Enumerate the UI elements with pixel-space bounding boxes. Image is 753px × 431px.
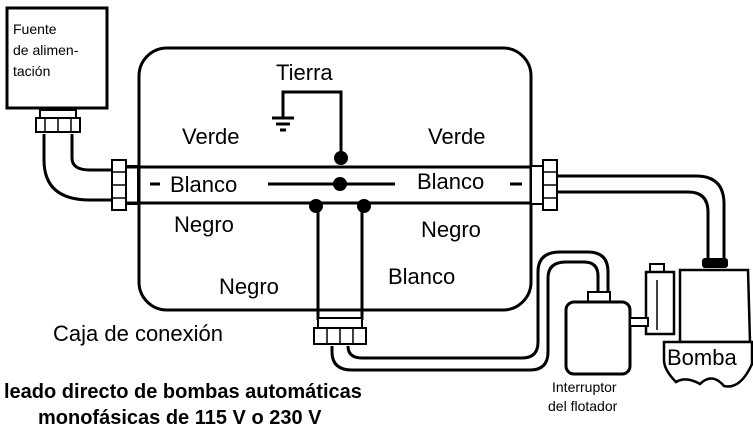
label-negro-lower: Negro	[219, 274, 279, 299]
power-source: Fuente de alimen- tación	[5, 6, 109, 133]
cable-band	[126, 165, 542, 205]
label-blanco-left: Blanco	[170, 172, 237, 197]
pump-cable	[557, 174, 726, 262]
white-connector-dot	[333, 177, 347, 191]
label-negro-left: Negro	[174, 212, 234, 237]
ground-connector-dot	[334, 151, 348, 165]
ground-wire	[272, 90, 343, 158]
power-source-label-2: de alimen-	[13, 42, 79, 58]
label-tierra: Tierra	[276, 60, 333, 85]
right-box-fitting	[530, 159, 558, 211]
conduit-elbow	[42, 134, 118, 202]
black-connector-dot-left	[309, 199, 323, 213]
label-negro-right: Negro	[421, 217, 481, 242]
pump	[629, 258, 753, 388]
bottom-box-fitting	[313, 317, 367, 345]
label-caja-de-conexion: Caja de conexión	[53, 321, 223, 346]
float-switch-cable	[330, 250, 610, 372]
float-switch	[564, 291, 632, 376]
label-bomba: Bomba	[667, 345, 737, 370]
label-float-switch-2: del flotador	[548, 398, 618, 414]
label-blanco-right: Blanco	[417, 169, 484, 194]
float-cable	[316, 206, 364, 320]
caption-line-2: monofásicas de 115 V o 230 V	[38, 407, 322, 426]
left-box-fitting	[111, 159, 139, 211]
caption-line-1: leado directo de bombas automáticas	[4, 381, 362, 403]
power-source-label-3: tación	[13, 63, 50, 79]
label-blanco-lower: Blanco	[388, 264, 455, 289]
label-verde-right: Verde	[428, 124, 486, 149]
label-float-switch-1: Interruptor	[552, 379, 617, 395]
label-verde-left: Verde	[182, 124, 240, 149]
black-connector-dot-right	[357, 199, 371, 213]
power-source-label-1: Fuente	[13, 21, 57, 37]
